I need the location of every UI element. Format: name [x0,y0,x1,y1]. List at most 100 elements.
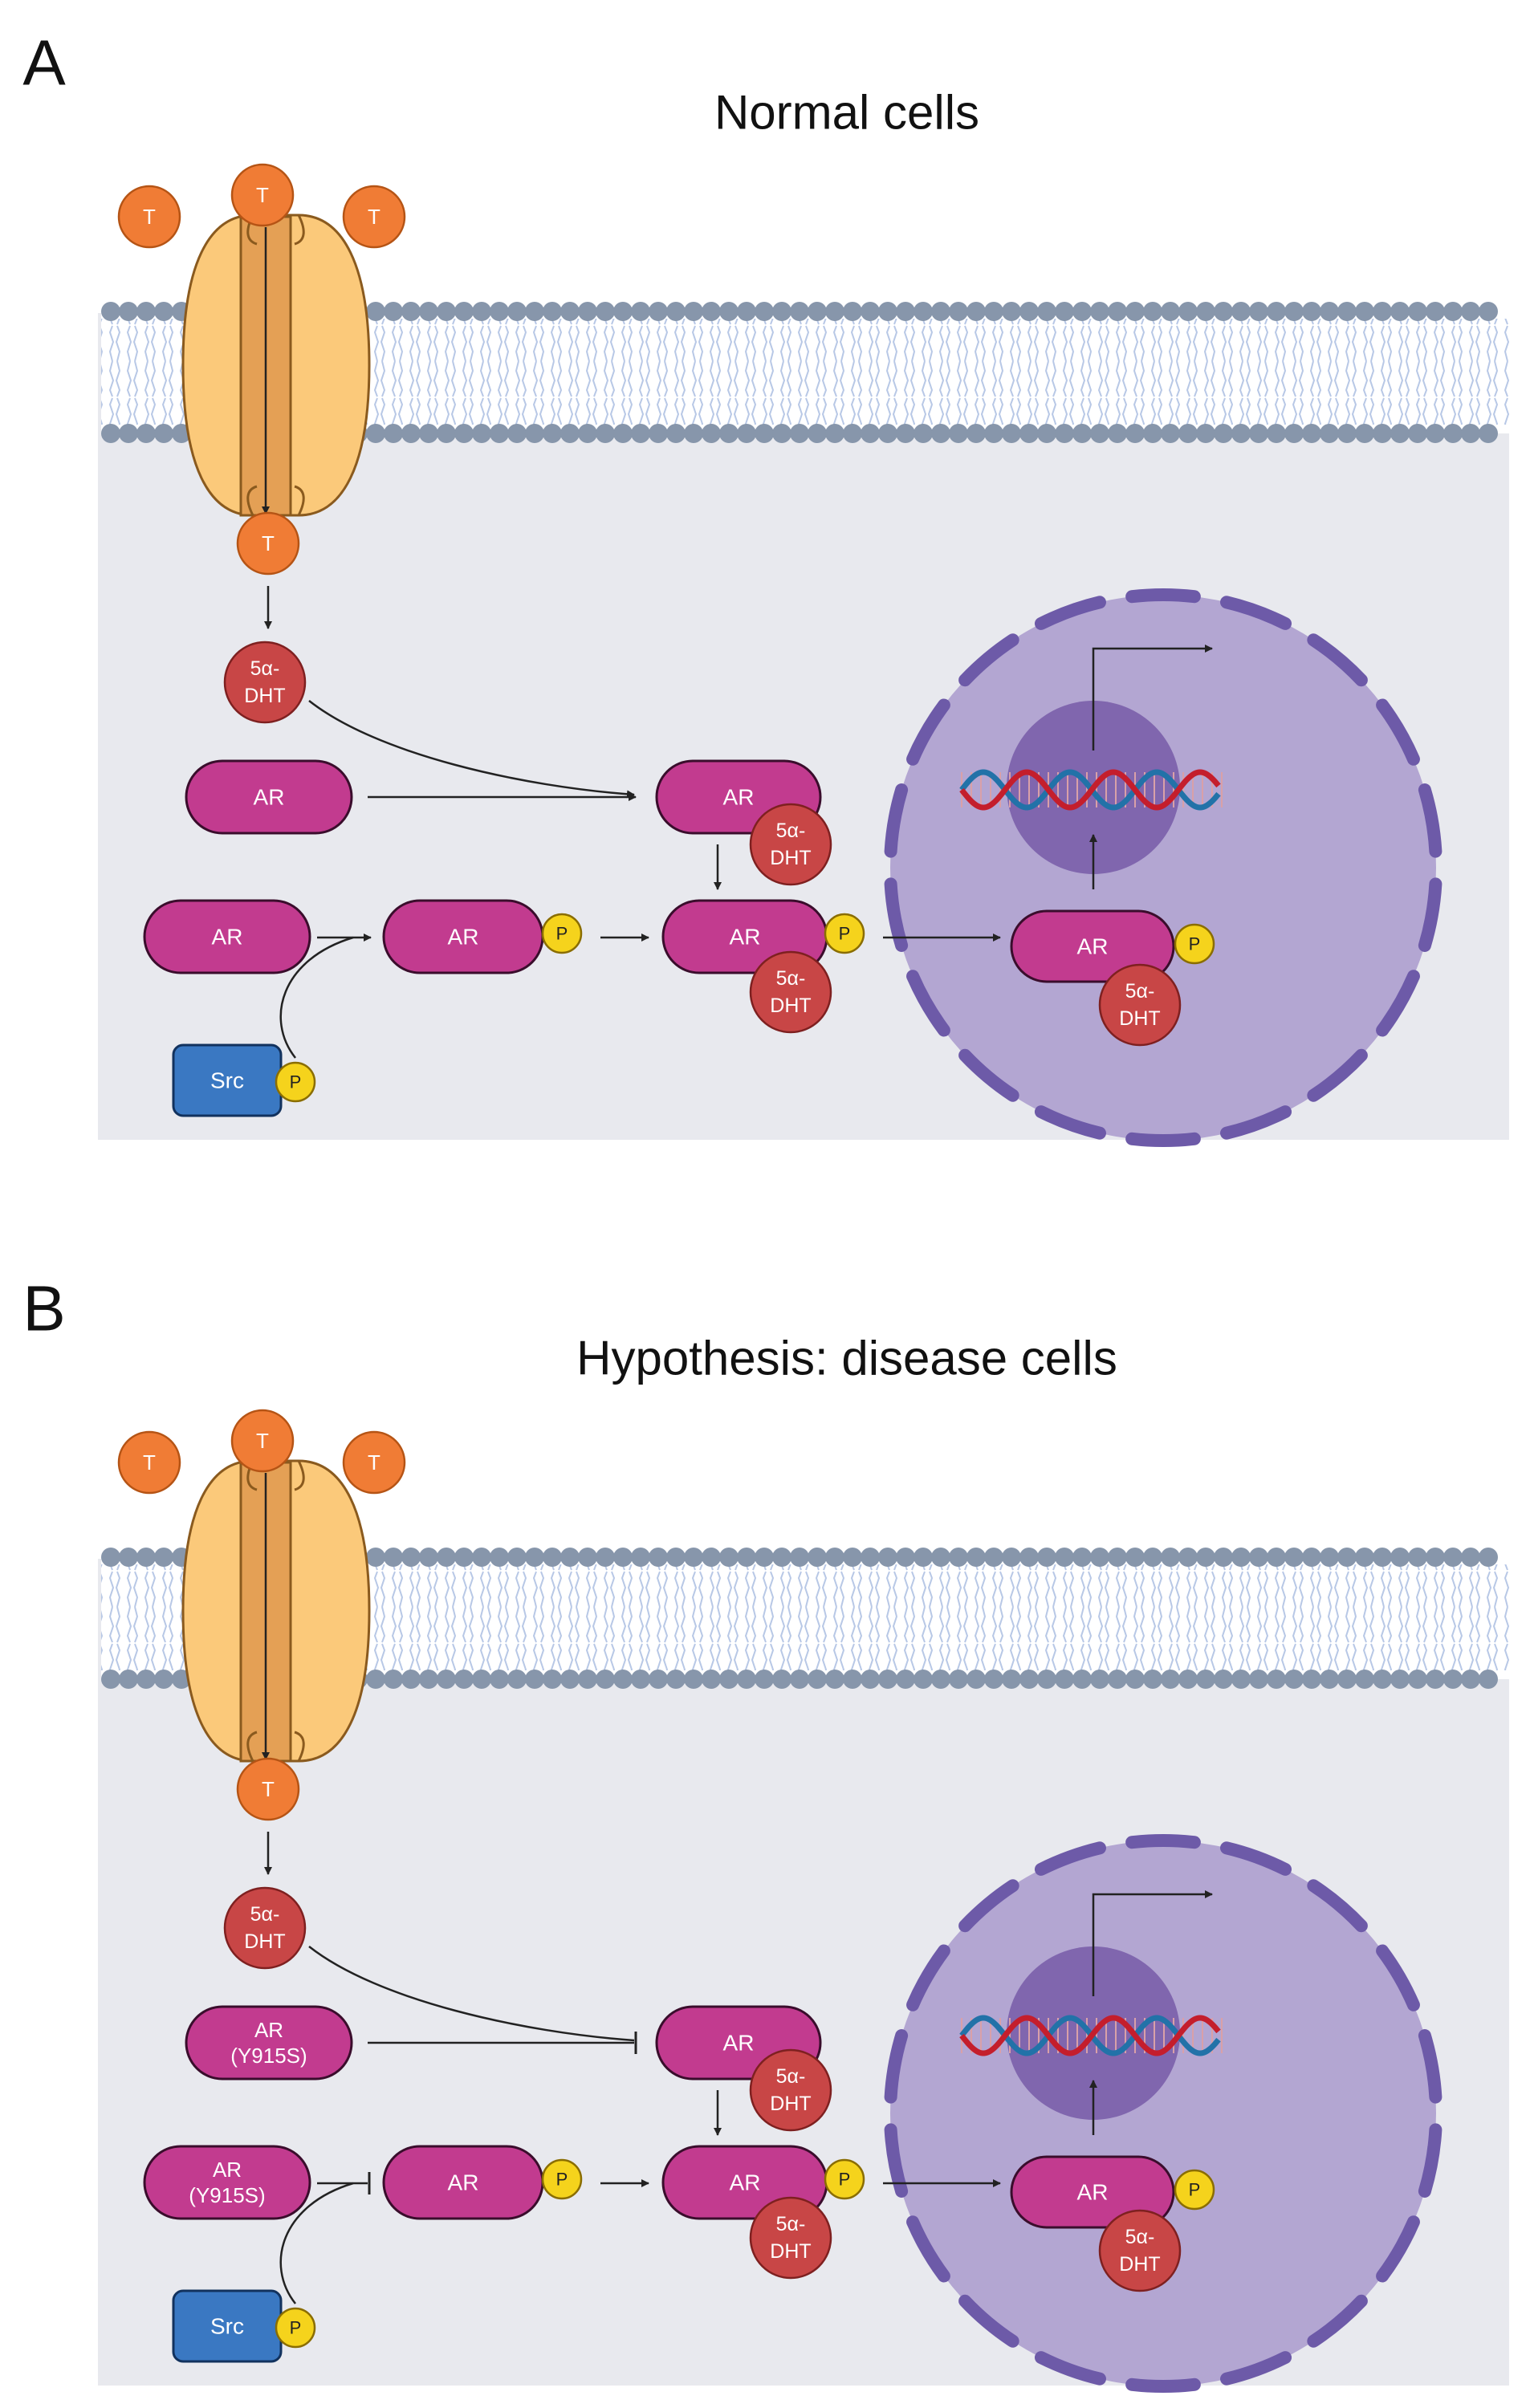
nucleus-body [890,1841,1436,2386]
lipid-head [1426,424,1445,443]
lipid-head [1037,302,1056,321]
lipid-head [1355,1548,1374,1567]
lipid-head [1320,1670,1339,1689]
lipid-head [931,1670,950,1689]
dht-free-label-top: 5α- [250,1903,280,1926]
nucleus [884,588,1443,1147]
lipid-head [454,302,474,321]
lipid-head [101,302,120,321]
ar-top-label-top: AR [254,2018,283,2042]
lipid-head [1143,424,1162,443]
nuclear-envelope-segment [1307,633,1368,687]
lipid-head [843,424,862,443]
lipid-head [613,424,633,443]
lipid-head [1426,1548,1445,1567]
lipid-head [366,424,385,443]
lipid-head [1284,1548,1304,1567]
testosterone-outside-left-label: T [143,1450,156,1474]
lipid-head [1267,1548,1286,1567]
lipid-head [366,1670,385,1689]
lipid-head [684,1670,703,1689]
lipid-head [136,1670,156,1689]
phospho-nuclear-label: P [1189,2180,1201,2200]
testosterone-inside-shape [236,1757,300,1821]
lipid-head [1055,424,1074,443]
ar-dht-complex-label: AR [723,785,755,810]
dht-bound-complex: 5α-DHT [749,2048,832,2132]
lipid-head [596,1670,615,1689]
lipid-head [1373,424,1392,443]
lipid-head [1214,1670,1233,1689]
phospho-active-cytoplasm-label: P [839,924,851,944]
dht-bound-active-cytoplasm-label-bottom: DHT [770,995,811,1017]
lipid-head [1196,1548,1215,1567]
lipid-head [737,1670,756,1689]
ar-nuclear-shape [1010,909,1175,983]
lipid-head [790,424,809,443]
dna-helix-icon [959,769,1223,811]
ar-bottom-label-top: AR [213,2158,242,2182]
lipid-head [1373,1548,1392,1567]
lipid-head [808,424,827,443]
lipid-head [1479,424,1498,443]
lipid-head [1479,302,1498,321]
lipid-head [755,1548,774,1567]
lipid-head [1426,1670,1445,1689]
lipid-head [1214,424,1233,443]
lipid-head [1125,1670,1145,1689]
lipid-head [772,1670,791,1689]
dht-bound-active-cytoplasm-shape [749,2196,832,2280]
lipid-head [1002,1670,1021,1689]
ar-bottom: AR(Y915S) [143,2145,311,2220]
lipid-head [1108,424,1127,443]
phospho-src: P [275,1061,316,1103]
lipid-head [1143,1670,1162,1689]
lipid-head [878,1548,897,1567]
dht-bound-complex-shape [749,2048,832,2132]
dht-free: 5α-DHT [223,641,307,724]
nuclear-envelope-segment [1418,2029,1443,2104]
lipid-head [1161,424,1180,443]
lipid-head [613,1548,633,1567]
ar-phospho-label: AR [448,2170,479,2195]
phospho-ar-label: P [556,2170,568,2190]
lipid-head [1019,1548,1039,1567]
lipid-head [507,1670,527,1689]
lipid-head [1249,1670,1268,1689]
ar-top-label-bottom: (Y915S) [230,2044,307,2068]
lipid-head [437,1670,456,1689]
lipid-head [666,302,686,321]
lipid-head [631,302,650,321]
lipid-head [1443,302,1463,321]
lipid-head [1284,424,1304,443]
lipid-head [437,1548,456,1567]
lipid-head [790,302,809,321]
phospho-active-cytoplasm: P [824,913,865,954]
lipid-head [384,424,403,443]
lipid-head [1090,1670,1109,1689]
lipid-head [1320,424,1339,443]
lipid-head [843,1670,862,1689]
lipid-head [666,424,686,443]
lipid-head [596,302,615,321]
nuclear-envelope-segment [906,2215,950,2283]
lipid-head [1196,302,1215,321]
lipid-head [1143,1548,1162,1567]
lipid-head [543,1548,562,1567]
lipid-head [472,302,491,321]
lipid-head [843,1548,862,1567]
lipid-head [914,1670,933,1689]
lipid-head [825,424,844,443]
lipid-head [560,424,580,443]
lipid-head [914,424,933,443]
lipid-head [1284,302,1304,321]
lipid-head [1019,424,1039,443]
lipid-head [454,1670,474,1689]
lipid-head [1090,424,1109,443]
nuclear-envelope-segment [1307,1048,1368,1102]
lipid-head [101,424,120,443]
lipid-head [1390,1670,1410,1689]
lipid-head [507,1548,527,1567]
dht-bound-nuclear: 5α-DHT [1098,2209,1182,2292]
